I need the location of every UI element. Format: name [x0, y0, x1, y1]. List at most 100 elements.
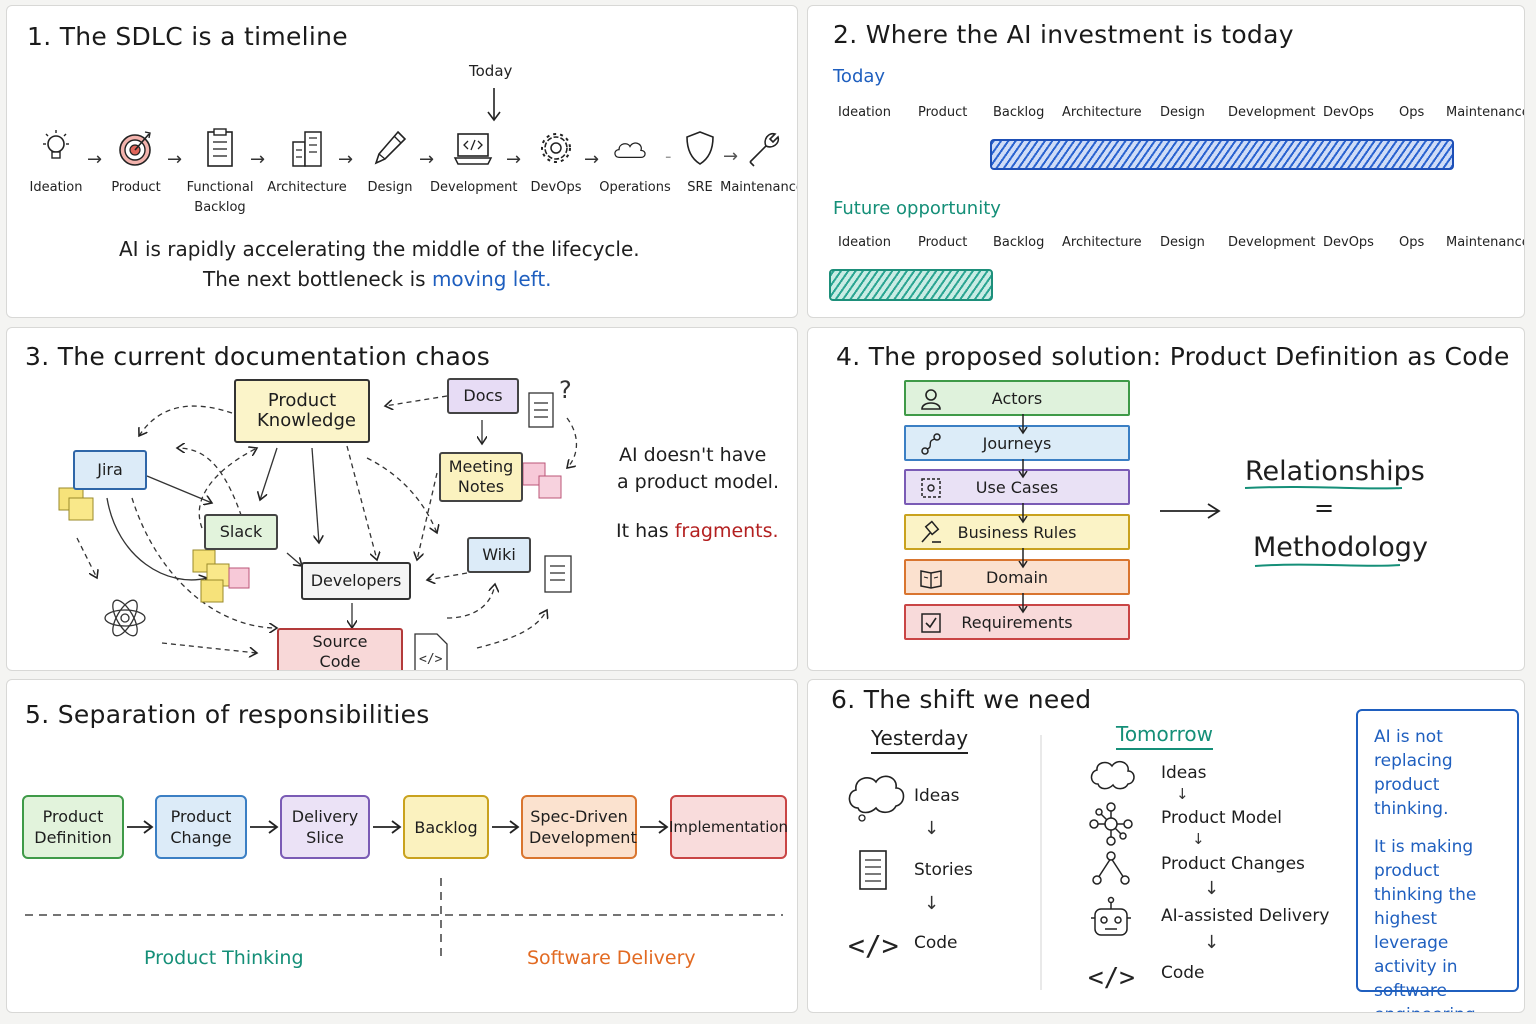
panel-shift: 6. The shift we need Yesterday </> — [807, 679, 1525, 1013]
step-label: Operations — [599, 180, 671, 195]
node-source-code: Source Code — [277, 628, 403, 670]
question-mark-icon: ? — [559, 376, 572, 404]
stage-label: Ops — [1399, 105, 1425, 120]
stage-label: Maintenance — [1446, 105, 1525, 120]
step-label: DevOps — [530, 180, 582, 195]
step-label: Ideation — [29, 180, 83, 195]
callout-text-2: It is making product thinking the highes… — [1374, 837, 1481, 1012]
network-model-icon — [1089, 802, 1133, 846]
arrow-icon: → — [419, 149, 435, 170]
step-label: Product — [111, 180, 161, 195]
panel-title: 1. The SDLC is a timeline — [27, 22, 348, 51]
future-heading: Future opportunity — [833, 198, 1001, 219]
layer-connectors — [1018, 414, 1403, 614]
step-label: Architecture — [267, 180, 347, 195]
gear-icon — [541, 133, 571, 163]
yesterday-item: Stories — [914, 860, 973, 880]
side-text-2: a product model. — [617, 471, 780, 493]
yesterday-heading: Yesterday — [871, 726, 969, 754]
tangle-icon — [104, 599, 146, 637]
stage-label: Product — [918, 105, 968, 120]
layer-domain: Domain — [904, 559, 1130, 595]
layer-business-rules: Business Rules — [904, 514, 1130, 550]
arrow-icon: → — [584, 149, 600, 170]
layer-requirements: Requirements — [904, 604, 1130, 640]
dash-icon: - — [665, 146, 672, 167]
arrow-icon: → — [167, 149, 183, 170]
arrow-icon: → — [723, 146, 739, 167]
layer-actors: Actors — [904, 380, 1130, 416]
thought-cloud-icon — [848, 775, 905, 814]
stage-label: Backlog — [993, 235, 1045, 250]
robot-icon — [1091, 896, 1131, 936]
checkbox-icon — [921, 613, 941, 633]
stage-label: Ideation — [838, 235, 891, 250]
building-icon — [292, 131, 322, 167]
summary-highlight: moving left. — [431, 267, 552, 291]
route-icon — [921, 433, 941, 455]
node-jira: Jira — [73, 450, 147, 490]
down-arrow-icon: ↓ — [1176, 785, 1189, 803]
document-icon — [544, 555, 572, 593]
code-brackets-icon: </> — [848, 929, 899, 962]
tomorrow-heading: Tomorrow — [1116, 722, 1214, 750]
wrench-icon — [749, 132, 780, 167]
step-label: Maintenance — [720, 180, 798, 195]
methodology-label: Methodology — [1253, 532, 1428, 563]
panel-ai-investment: 2. Where the AI investment is today Toda… — [807, 5, 1525, 318]
lightbulb-icon — [43, 130, 69, 159]
chaos-connections: ? </> — [58, 376, 578, 670]
thought-cloud-icon — [1090, 760, 1135, 790]
yesterday-item: Ideas — [914, 786, 960, 806]
tomorrow-item: Product Model — [1161, 808, 1282, 828]
callout-text-1: AI is not replacing product thinking. — [1374, 727, 1453, 819]
side-text-1: AI doesn't have — [619, 444, 767, 466]
today-investment-bar — [990, 139, 1454, 170]
panel-title: 5. Separation of responsibilities — [25, 700, 430, 729]
today-heading: Today — [833, 66, 886, 87]
arrow-icon: → — [338, 149, 354, 170]
clipboard-icon — [207, 128, 233, 167]
arrow-icon: → — [506, 149, 522, 170]
node-slack: Slack — [204, 514, 278, 550]
tomorrow-item: Ideas — [1161, 763, 1207, 783]
panel-documentation-chaos: 3. The current documentation chaos — [6, 327, 798, 671]
layer-use-cases: Use Cases — [904, 469, 1130, 505]
node-product-knowledge: Product Knowledge — [234, 379, 370, 443]
target-square-icon — [921, 478, 941, 498]
panel-proposed-solution: 4. The proposed solution: Product Defini… — [807, 327, 1525, 671]
stage-label: Backlog — [993, 105, 1045, 120]
stage-label: Design — [1160, 235, 1205, 250]
svg-text:</>: </> — [419, 652, 443, 667]
code-brackets-icon: </> — [1088, 963, 1135, 993]
node-developers: Developers — [301, 562, 411, 600]
panel-title: 4. The proposed solution: Product Defini… — [836, 342, 1510, 371]
layer-journeys: Journeys — [904, 425, 1130, 461]
stage-label: DevOps — [1323, 105, 1374, 120]
stage-label: Product — [918, 235, 968, 250]
sticky-notes-icon — [522, 462, 562, 499]
panel-title: 2. Where the AI investment is today — [833, 20, 1294, 49]
node-meeting-notes: Meeting Notes — [439, 452, 523, 502]
tomorrow-item: Product Changes — [1161, 854, 1305, 874]
stage-label: Ideation — [838, 105, 891, 120]
node-docs: Docs — [447, 378, 519, 414]
laptop-code-icon — [453, 133, 493, 165]
book-icon — [920, 570, 942, 589]
arrow-icon: → — [87, 149, 103, 170]
software-delivery-label: Software Delivery — [527, 947, 696, 969]
stage-label: Architecture — [1062, 235, 1142, 250]
flow-arrows — [25, 820, 783, 960]
tomorrow-item: Code — [1161, 963, 1205, 983]
stories-document-icon — [859, 850, 887, 890]
summary-text: The next bottleneck is — [203, 267, 426, 291]
node-wiki: Wiki — [467, 537, 531, 573]
box-product-change: Product Change — [155, 795, 247, 859]
gavel-icon — [921, 520, 941, 543]
box-product-definition: Product Definition — [22, 795, 124, 859]
pencil-icon — [374, 130, 407, 165]
sticky-notes-icon — [192, 549, 250, 603]
step-label: Functional Backlog — [186, 180, 254, 215]
step-label: Development — [430, 180, 518, 195]
equals-sign: = — [1314, 494, 1335, 522]
